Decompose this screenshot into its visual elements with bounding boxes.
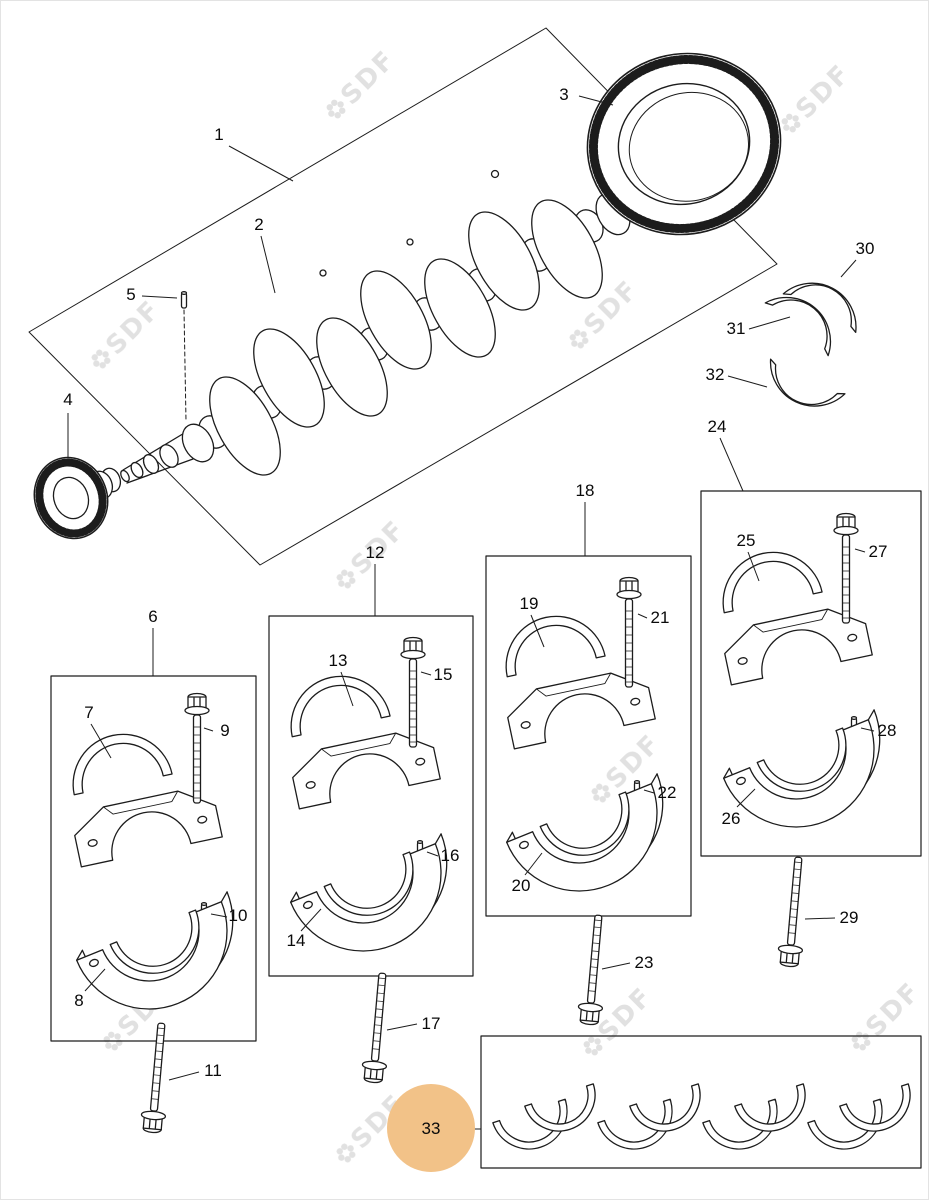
callout-7[interactable]: 7	[84, 703, 93, 722]
callout-5[interactable]: 5	[126, 285, 135, 304]
watermark-text: SDF	[335, 45, 402, 112]
bearing-shell-set-box	[480, 1035, 922, 1169]
cap-bolt	[400, 636, 426, 748]
callout-31[interactable]: 31	[727, 319, 746, 338]
callout-10[interactable]: 10	[229, 906, 248, 925]
callout-14[interactable]: 14	[287, 931, 306, 950]
watermark-text: SDF	[860, 977, 927, 1044]
watermark: SDF	[322, 45, 402, 123]
callout-15[interactable]: 15	[434, 665, 453, 684]
mount-bolt	[360, 971, 396, 1085]
watermark-text: SDF	[592, 982, 659, 1049]
watermark: SDF	[847, 977, 927, 1055]
callout-22[interactable]: 22	[658, 783, 677, 802]
ring-gear	[586, 52, 782, 236]
callout-30[interactable]: 30	[856, 239, 875, 258]
bearing-shell-pair	[807, 1083, 921, 1160]
mount-bolt	[776, 855, 812, 969]
callout-21[interactable]: 21	[651, 608, 670, 627]
callout-17[interactable]: 17	[422, 1014, 441, 1033]
bearing-cap-box-12	[268, 615, 474, 977]
watermark-text: SDF	[100, 295, 167, 362]
callout-19[interactable]: 19	[520, 594, 539, 613]
callout-2[interactable]: 2	[254, 215, 263, 234]
callout-4[interactable]: 4	[63, 390, 72, 409]
watermark-layer: SDF SDF SDF SDF SDF SDF SDF SDF SDF SDF	[87, 45, 927, 1167]
cap-bolt	[184, 692, 210, 804]
thrust-washer-upper	[764, 268, 870, 357]
callout-11[interactable]: 11	[204, 1061, 222, 1080]
mount-bolt	[139, 1021, 175, 1135]
selected-callout-highlight[interactable]	[387, 1084, 475, 1172]
callout-32[interactable]: 32	[706, 365, 725, 384]
callout-18[interactable]: 18	[576, 481, 595, 500]
bearing-cap-box-18	[485, 555, 692, 917]
callout-9[interactable]: 9	[220, 721, 229, 740]
callout-labels: 1 2 3 4 5 6 7 8 9 10 11 12 13 14 15 16 1…	[63, 85, 896, 1138]
callout-23[interactable]: 23	[635, 953, 654, 972]
dowel-pin	[180, 291, 188, 422]
cap-bolt	[616, 576, 642, 688]
crankshaft	[120, 169, 659, 487]
watermark-text: SDF	[790, 59, 857, 126]
callout-25[interactable]: 25	[737, 531, 756, 550]
callout-3[interactable]: 3	[559, 85, 568, 104]
watermark: SDF	[777, 59, 857, 137]
bearing-shell-pair	[702, 1083, 816, 1160]
cap-bolt	[833, 512, 859, 624]
leader-lines	[67, 95, 875, 1130]
callout-1[interactable]: 1	[214, 125, 223, 144]
timing-gear	[33, 456, 122, 540]
callout-33[interactable]: 33	[422, 1119, 441, 1138]
callout-29[interactable]: 29	[840, 908, 859, 927]
callout-16[interactable]: 16	[441, 846, 460, 865]
callout-24[interactable]: 24	[708, 417, 727, 436]
callout-6[interactable]: 6	[148, 607, 157, 626]
callout-28[interactable]: 28	[878, 721, 897, 740]
callout-12[interactable]: 12	[366, 543, 385, 562]
callout-20[interactable]: 20	[512, 876, 531, 895]
watermark: SDF	[87, 295, 167, 373]
thrust-washer-lower	[758, 358, 846, 420]
callout-27[interactable]: 27	[869, 542, 888, 561]
mount-bolt	[576, 913, 612, 1027]
bearing-cap-box-24	[700, 490, 922, 857]
bearing-shell-pair	[597, 1083, 711, 1160]
callout-8[interactable]: 8	[74, 991, 83, 1010]
callout-26[interactable]: 26	[722, 809, 741, 828]
bearing-shell-pair	[492, 1083, 606, 1160]
callout-13[interactable]: 13	[329, 651, 348, 670]
